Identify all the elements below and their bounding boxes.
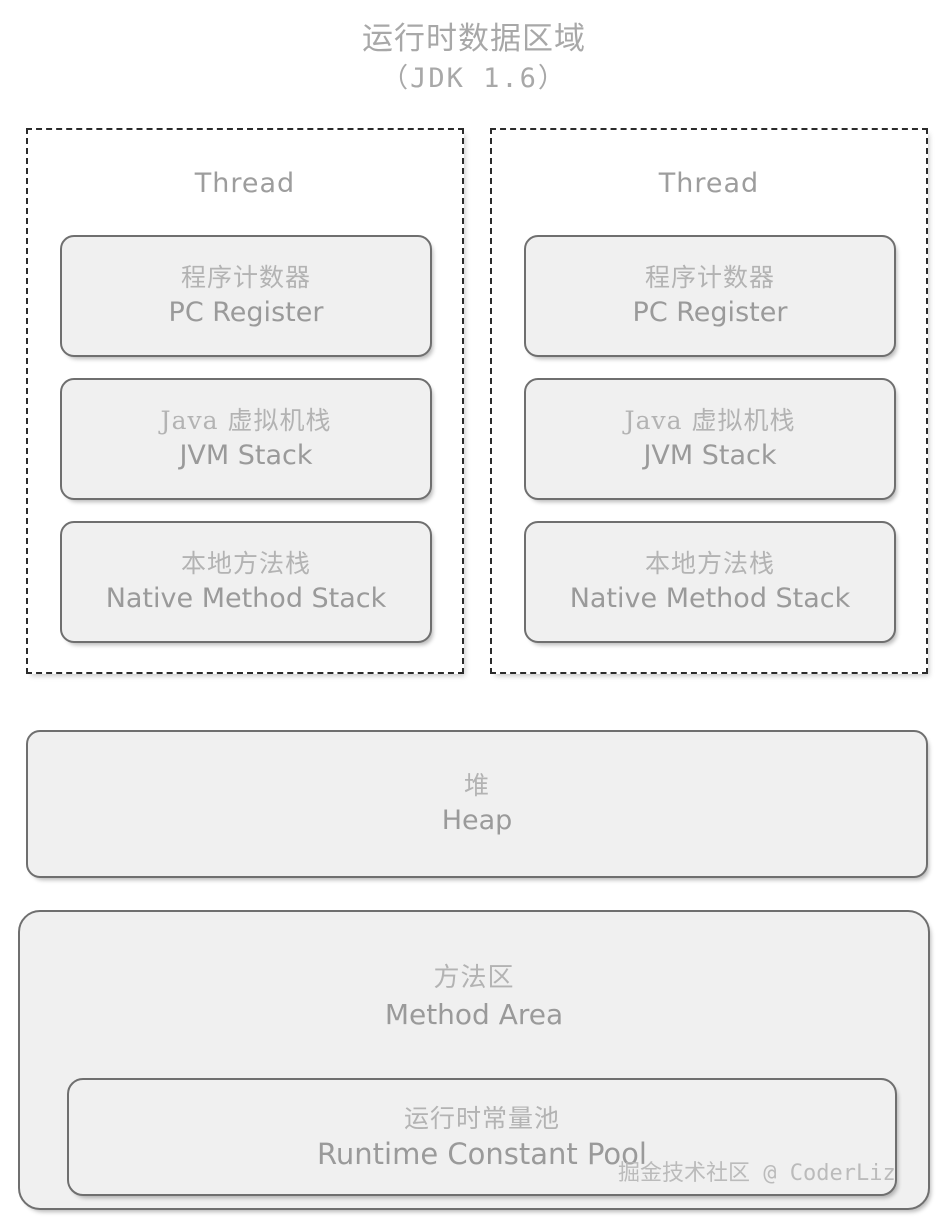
diagram-title-cn: 运行时数据区域 <box>362 21 586 57</box>
heap-label-en: Heap <box>441 805 513 836</box>
pc-register-box-1: 程序计数器 PC Register <box>60 235 432 357</box>
pc-register-label-en-1: PC Register <box>168 297 324 328</box>
native-method-stack-label-en-2: Native Method Stack <box>569 583 851 614</box>
watermark: 掘金技术社区 @ CoderLiz <box>618 1161 896 1186</box>
runtime-constant-pool-label-en: Runtime Constant Pool <box>317 1137 647 1171</box>
jvm-stack-label-cn-2: Java 虚拟机栈 <box>624 406 796 435</box>
pc-register-box-2: 程序计数器 PC Register <box>524 235 896 357</box>
jvm-stack-label-cn-1: Java 虚拟机栈 <box>160 406 332 435</box>
jvm-stack-label-en-2: JVM Stack <box>643 440 777 471</box>
jvm-stack-label-en-1: JVM Stack <box>179 440 313 471</box>
jvm-stack-box-2: Java 虚拟机栈 JVM Stack <box>524 378 896 500</box>
method-area-box: 方法区 Method Area 运行时常量池 Runtime Constant … <box>18 910 930 1210</box>
method-area-label-cn: 方法区 <box>433 963 515 993</box>
native-method-stack-box-1: 本地方法栈 Native Method Stack <box>60 521 432 643</box>
method-area-label-en: Method Area <box>384 998 564 1031</box>
heap-box: 堆 Heap <box>26 730 928 878</box>
native-method-stack-label-cn-1: 本地方法栈 <box>180 549 311 578</box>
jvm-stack-box-1: Java 虚拟机栈 JVM Stack <box>60 378 432 500</box>
pc-register-label-cn-2: 程序计数器 <box>644 263 775 292</box>
method-area-heading: 方法区 Method Area <box>20 960 928 1034</box>
heap-label-cn: 堆 <box>463 771 490 800</box>
runtime-constant-pool-box: 运行时常量池 Runtime Constant Pool <box>67 1078 897 1196</box>
native-method-stack-label-en-1: Native Method Stack <box>105 583 387 614</box>
runtime-constant-pool-label-cn: 运行时常量池 <box>403 1104 560 1133</box>
diagram-title-en: （JDK 1.6） <box>381 63 567 94</box>
thread-label-1: Thread <box>194 168 296 199</box>
native-method-stack-box-2: 本地方法栈 Native Method Stack <box>524 521 896 643</box>
diagram-title: 运行时数据区域 （JDK 1.6） <box>0 18 948 98</box>
thread-container-1: Thread 程序计数器 PC Register Java 虚拟机栈 JVM S… <box>26 128 464 674</box>
native-method-stack-label-cn-2: 本地方法栈 <box>644 549 775 578</box>
pc-register-label-en-2: PC Register <box>632 297 788 328</box>
thread-container-2: Thread 程序计数器 PC Register Java 虚拟机栈 JVM S… <box>490 128 928 674</box>
pc-register-label-cn-1: 程序计数器 <box>180 263 311 292</box>
thread-label-2: Thread <box>658 168 760 199</box>
